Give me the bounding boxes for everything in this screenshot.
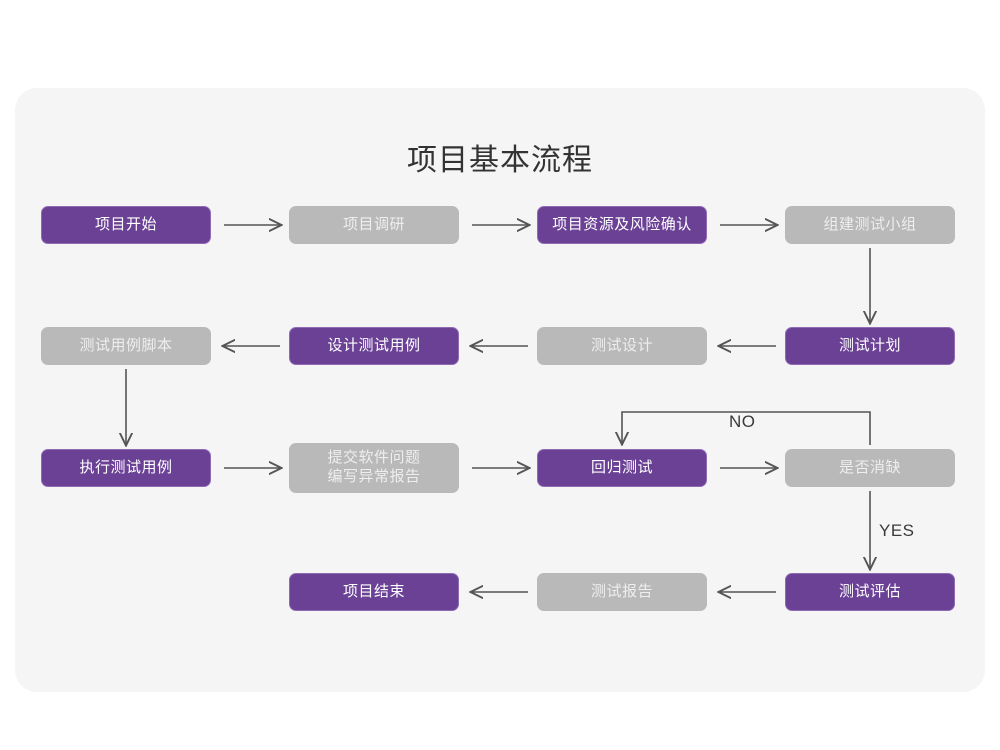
node-test-report[interactable]: 测试报告 [537,573,707,611]
node-project-start[interactable]: 项目开始 [41,206,211,244]
edge-label-yes: YES [879,521,915,540]
node-design-test-cases[interactable]: 设计测试用例 [289,327,459,365]
node-test-design[interactable]: 测试设计 [537,327,707,365]
node-test-evaluation[interactable]: 测试评估 [785,573,955,611]
node-resource-risk-confirm[interactable]: 项目资源及风险确认 [537,206,707,244]
node-test-case-script[interactable]: 测试用例脚本 [41,327,211,365]
edge-label-no: NO [729,412,756,431]
edge-n12-n11-no [622,411,871,445]
node-regression-test[interactable]: 回归测试 [537,449,707,487]
node-execute-test-cases[interactable]: 执行测试用例 [41,449,211,487]
node-submit-defects-report[interactable]: 提交软件问题 编写异常报告 [289,443,459,493]
node-defect-resolved-decision[interactable]: 是否消缺 [785,449,955,487]
node-test-plan[interactable]: 测试计划 [785,327,955,365]
page-title: 项目基本流程 [407,144,593,177]
node-project-end[interactable]: 项目结束 [289,573,459,611]
node-build-test-team[interactable]: 组建测试小组 [785,206,955,244]
node-project-research[interactable]: 项目调研 [289,206,459,244]
